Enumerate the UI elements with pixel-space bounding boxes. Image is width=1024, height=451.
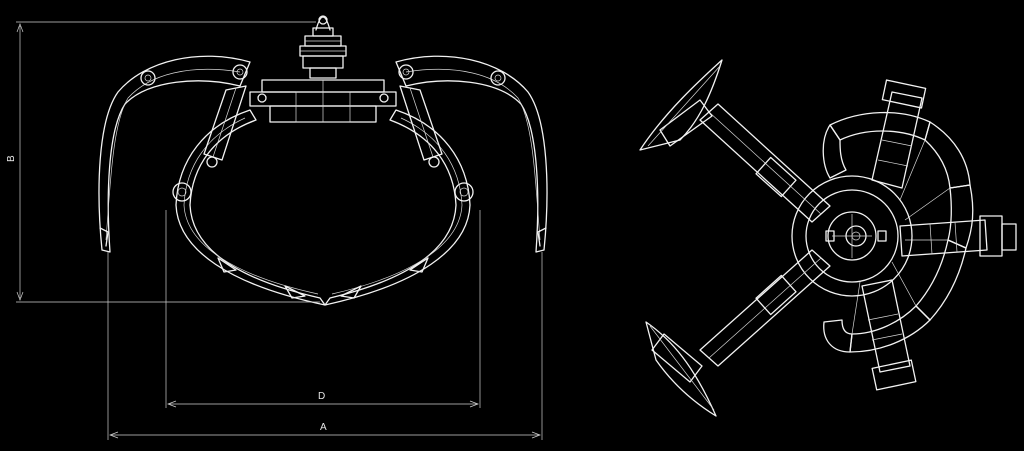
- petal-tines: [822, 111, 974, 353]
- arm-lower-left: [645, 249, 831, 417]
- arm-upper-left: [639, 59, 831, 223]
- cylinder-right-top: [899, 215, 1017, 257]
- inner-jaw-right: [324, 109, 474, 306]
- outer-arm-right: [395, 55, 548, 253]
- dimension-opening: D: [165, 210, 481, 408]
- cylinder-right: [399, 85, 443, 168]
- cylinder-left: [203, 85, 247, 168]
- front-view-grapple: B D A: [6, 15, 548, 440]
- rotator-assembly: [299, 15, 347, 79]
- outer-arm-left: [98, 55, 251, 253]
- dimension-label-b: B: [6, 155, 17, 162]
- inner-jaw-left: [172, 109, 326, 306]
- top-view-grapple: [639, 59, 1017, 417]
- dimension-width: A: [107, 252, 543, 440]
- dimension-label-d: D: [318, 391, 325, 402]
- cylinder-lower: [861, 279, 917, 391]
- rotator-hub: [791, 175, 913, 297]
- dimension-height: B: [6, 21, 320, 303]
- cylinder-upper: [871, 79, 927, 189]
- center-frame: [249, 79, 397, 123]
- dimension-label-a: A: [320, 422, 327, 433]
